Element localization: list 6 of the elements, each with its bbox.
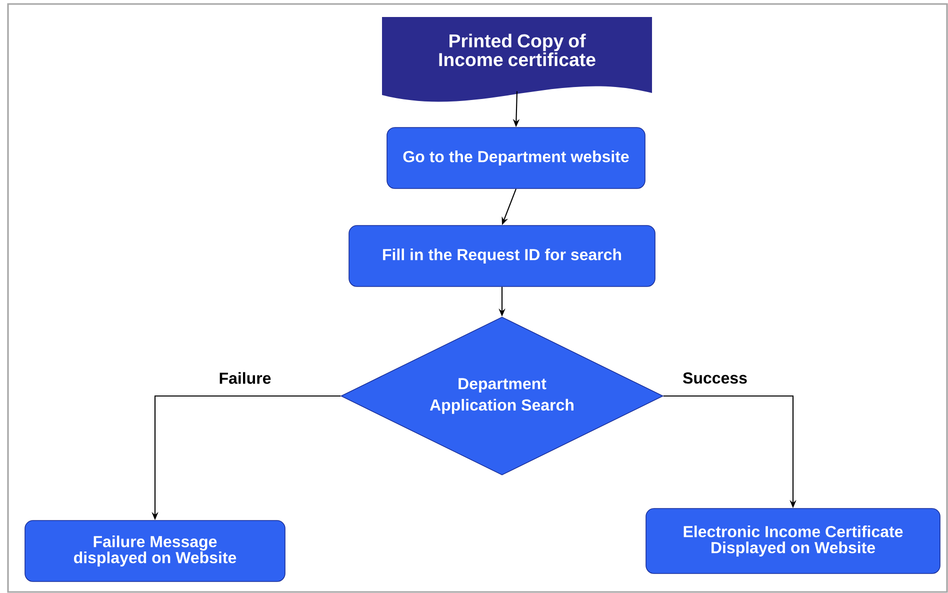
edge-label: Failure <box>217 370 273 386</box>
edge-label: Success <box>681 371 749 385</box>
process-box: Go to the Department website <box>386 127 646 189</box>
process-box: Failure Message displayed on Website <box>24 520 286 582</box>
process-box: Electronic Income Certificate Displayed on Website <box>646 508 940 574</box>
process-box: Fill in the Request ID for search <box>348 225 656 287</box>
